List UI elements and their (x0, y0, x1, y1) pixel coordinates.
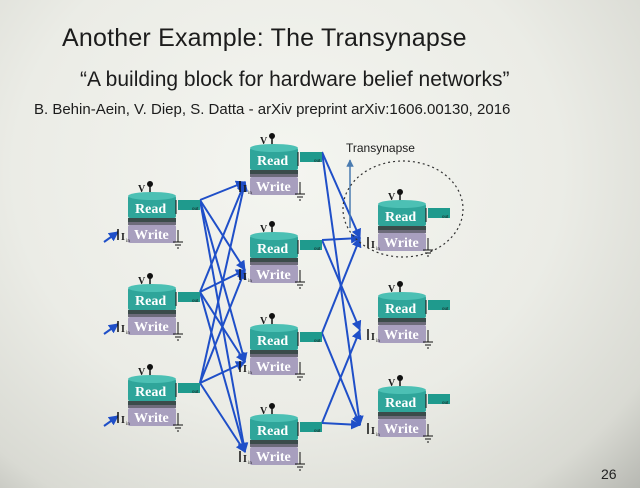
slide-title: Another Example: The Transynapse (62, 24, 467, 52)
output-sub-label: out (314, 247, 321, 252)
read-label: Read (135, 202, 166, 217)
read-label: Read (135, 385, 166, 400)
citation: B. Behin-Aein, V. Diep, S. Datta - arXiv… (34, 101, 511, 118)
input-label: I (371, 332, 375, 343)
read-label: Read (135, 294, 166, 309)
supply-label: V (260, 316, 268, 327)
write-label: Write (256, 180, 291, 195)
output-sub-label: out (192, 299, 199, 304)
input-sub-label: in (248, 279, 252, 284)
connection-wires (199, 151, 364, 453)
input-sub-label: in (376, 247, 380, 252)
read-label: Read (257, 154, 288, 169)
write-label: Write (384, 422, 419, 437)
write-label: Write (256, 360, 291, 375)
read-label: Read (257, 424, 288, 439)
output-sub-label: out (314, 429, 321, 434)
write-label: Write (256, 450, 291, 465)
slide-subtitle: “A building block for hardware belief ne… (80, 68, 510, 91)
output-sub-label: out (442, 401, 449, 406)
transynapse-annotation: Transynapse (342, 141, 464, 258)
input-label: I (371, 240, 375, 251)
read-label: Read (385, 210, 416, 225)
output-sub-label: out (192, 390, 199, 395)
output-sub-label: out (442, 307, 449, 312)
read-label: Read (385, 302, 416, 317)
write-label: Write (384, 328, 419, 343)
write-label: Write (134, 228, 169, 243)
supply-label: V (388, 192, 396, 203)
input-label: I (243, 184, 247, 195)
output-sub-label: out (314, 339, 321, 344)
input-sub-label: in (376, 339, 380, 344)
write-label: Write (134, 411, 169, 426)
transynapse-highlight-ring (342, 160, 464, 258)
input-sub-label: in (376, 433, 380, 438)
supply-label: V (260, 406, 268, 417)
input-label: I (243, 272, 247, 283)
input-label: I (243, 364, 247, 375)
input-label: I (121, 415, 125, 426)
slide-number: 26 (601, 466, 617, 482)
output-sub-label: out (442, 215, 449, 220)
input-label: I (371, 426, 375, 437)
input-sub-label: in (126, 422, 130, 427)
supply-label: V (138, 276, 146, 287)
input-arrows (103, 231, 119, 427)
supply-label: V (388, 378, 396, 389)
supply-label: V (388, 284, 396, 295)
read-label: Read (257, 334, 288, 349)
supply-label: V (138, 367, 146, 378)
output-sub-label: out (192, 207, 199, 212)
write-label: Write (256, 268, 291, 283)
input-sub-label: in (126, 239, 130, 244)
input-label: I (243, 454, 247, 465)
input-label: I (121, 324, 125, 335)
input-sub-label: in (248, 371, 252, 376)
input-sub-label: in (126, 331, 130, 336)
transynapse-label: Transynapse (346, 141, 415, 155)
input-label: I (121, 232, 125, 243)
supply-label: V (260, 136, 268, 147)
input-sub-label: in (248, 191, 252, 196)
write-label: Write (384, 236, 419, 251)
write-label: Write (134, 320, 169, 335)
read-label: Read (385, 396, 416, 411)
read-label: Read (257, 242, 288, 257)
supply-label: V (138, 184, 146, 195)
output-sub-label: out (314, 159, 321, 164)
input-sub-label: in (248, 461, 252, 466)
supply-label: V (260, 224, 268, 235)
